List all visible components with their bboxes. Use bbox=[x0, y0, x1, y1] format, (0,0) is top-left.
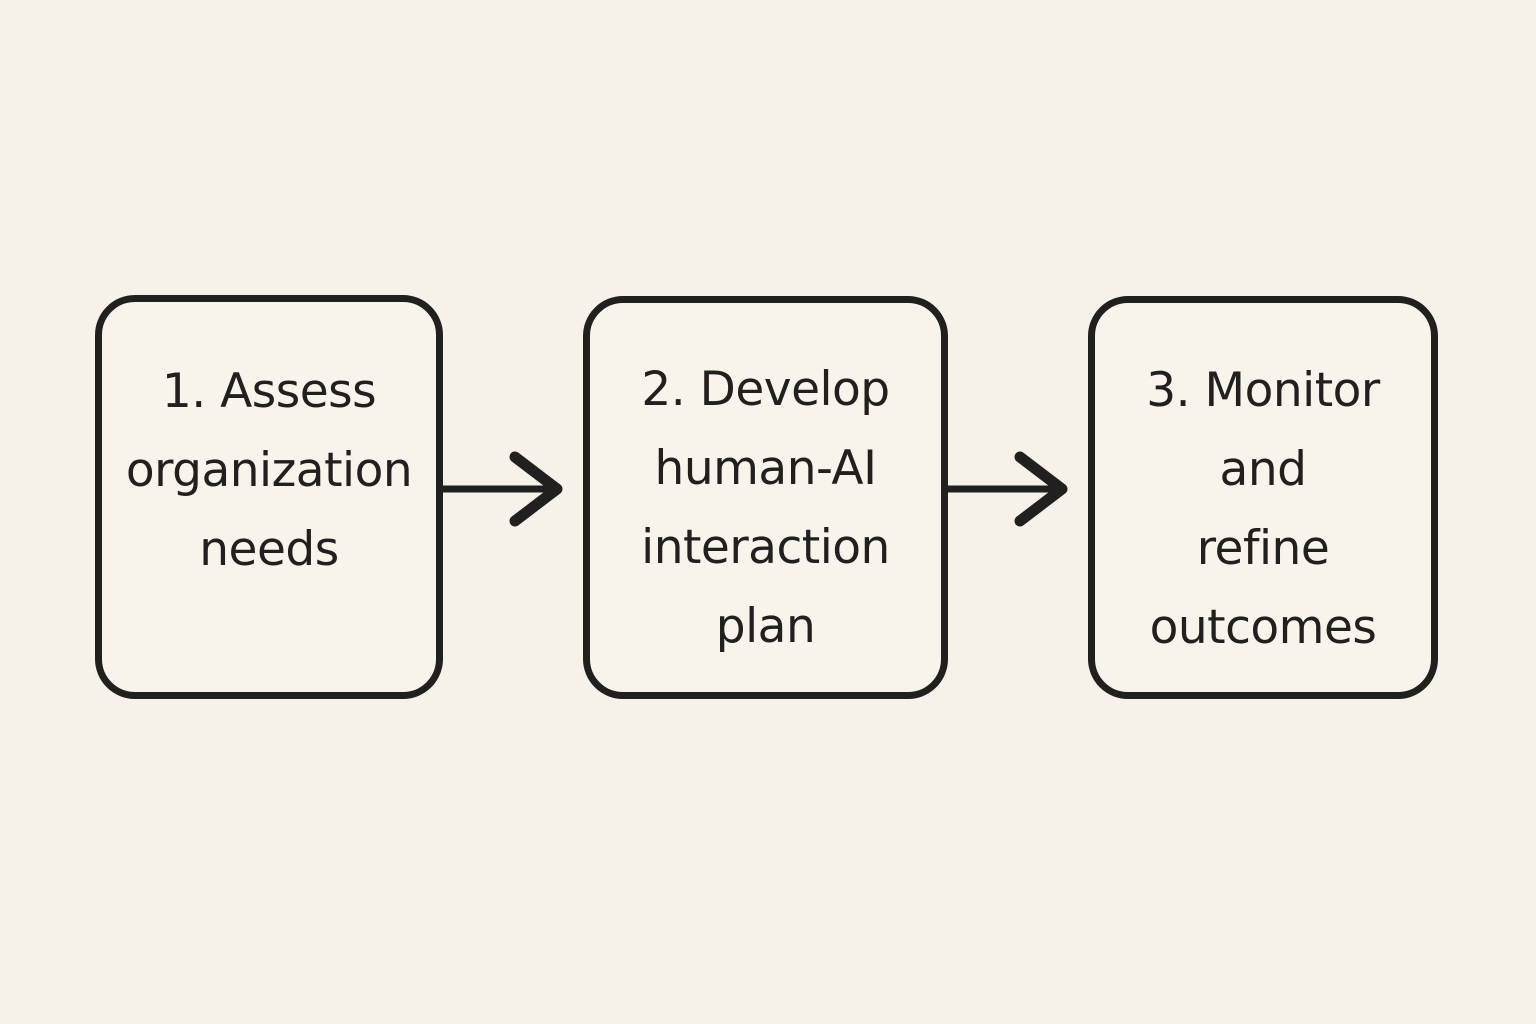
step-box-monitor: 3. Monitor and refine outcomes bbox=[1088, 296, 1438, 699]
text-line: organization bbox=[125, 442, 413, 498]
text-line: and bbox=[1219, 441, 1307, 497]
text-line: refine bbox=[1196, 520, 1330, 576]
step-1-label: 1. Assess organization needs bbox=[102, 352, 436, 589]
arrow-right-icon bbox=[441, 451, 563, 527]
text-line: human-AI bbox=[654, 440, 877, 496]
step-box-assess: 1. Assess organization needs bbox=[95, 295, 443, 699]
step-2-label: 2. Develop human-AI interaction plan bbox=[590, 350, 941, 666]
step-3-label: 3. Monitor and refine outcomes bbox=[1095, 351, 1431, 667]
text-line: 3. Monitor bbox=[1146, 362, 1380, 418]
text-line: 1. Assess bbox=[161, 363, 377, 419]
text-line: needs bbox=[199, 521, 339, 577]
text-line: 2. Develop bbox=[641, 361, 890, 417]
arrow-right-icon bbox=[946, 451, 1068, 527]
step-box-develop: 2. Develop human-AI interaction plan bbox=[583, 296, 948, 699]
text-line: outcomes bbox=[1149, 599, 1377, 655]
text-line: interaction bbox=[641, 519, 890, 575]
text-line: plan bbox=[715, 598, 816, 654]
